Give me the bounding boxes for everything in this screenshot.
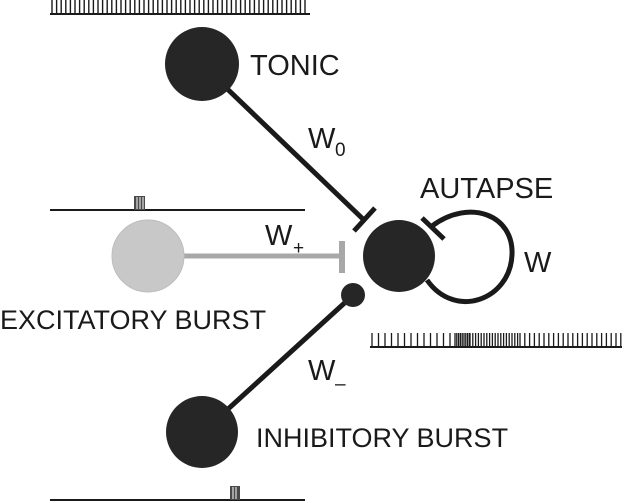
wplus-label-base: W bbox=[265, 220, 293, 252]
excitatory-spike-train bbox=[50, 196, 305, 211]
tonic-neuron bbox=[165, 27, 239, 101]
w-label: W bbox=[524, 247, 552, 279]
inhibitory-axon bbox=[203, 296, 352, 432]
excitatory-burst-neuron bbox=[111, 219, 185, 293]
output-neuron bbox=[363, 220, 435, 292]
tonic-label: TONIC bbox=[250, 50, 340, 82]
inhibitory-burst-label: INHIBITORY BURST bbox=[256, 423, 508, 453]
w0-label-base: W bbox=[308, 123, 336, 155]
inhibitory-spike-train bbox=[50, 486, 305, 501]
wplus-label: W + bbox=[265, 220, 304, 259]
wminus-label-base: W bbox=[308, 355, 336, 387]
excitatory-burst-label: EXCITATORY BURST bbox=[0, 305, 266, 335]
w0-label-subscript: 0 bbox=[335, 140, 346, 161]
wplus-label-subscript: + bbox=[293, 238, 304, 259]
autapse-synapse-bar bbox=[420, 216, 446, 241]
autapse-label: AUTAPSE bbox=[420, 173, 553, 205]
inhibitory-synapse-knob bbox=[341, 283, 365, 307]
wminus-label: W – bbox=[308, 355, 346, 395]
wminus-label-subscript: – bbox=[335, 374, 346, 395]
autapse-loop bbox=[424, 209, 515, 305]
output-spike-train bbox=[370, 333, 622, 348]
tonic-axon bbox=[216, 78, 367, 223]
inhibitory-burst-neuron bbox=[166, 396, 238, 468]
tonic-spike-train bbox=[50, 0, 310, 15]
tonic-synapse-bar bbox=[352, 206, 377, 233]
w0-label: W 0 bbox=[308, 123, 346, 161]
